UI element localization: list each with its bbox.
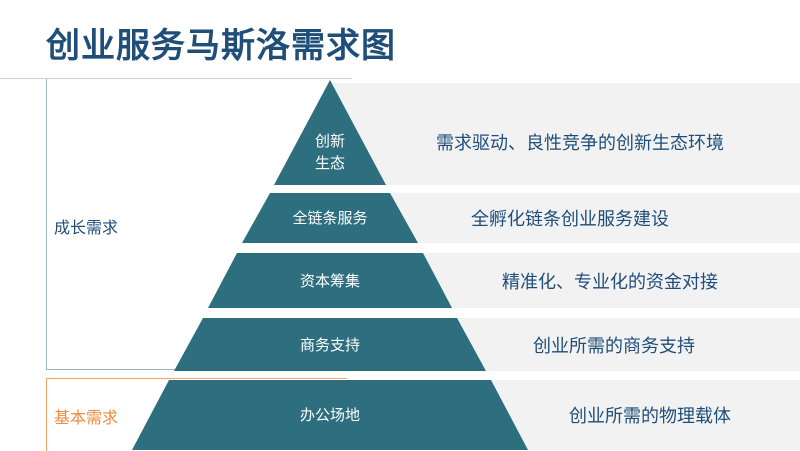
title-divider bbox=[0, 78, 352, 79]
level-1-description: 需求驱动、良性竞争的创新生态环境 bbox=[436, 133, 724, 154]
level-5-label: 办公场地 bbox=[299, 406, 360, 424]
level-1-label-line2: 生态 bbox=[314, 154, 345, 172]
level-3-label: 资本筹集 bbox=[299, 272, 360, 290]
pyramid-level-office bbox=[132, 380, 528, 450]
page-title: 创业服务马斯洛需求图 bbox=[46, 26, 396, 66]
level-1-label-line1: 创新 bbox=[314, 132, 345, 150]
level-4-label: 商务支持 bbox=[299, 336, 360, 354]
level-2-description: 全孵化链条创业服务建设 bbox=[471, 209, 669, 230]
basic-needs-bracket bbox=[46, 378, 347, 451]
level-2-label: 全链条服务 bbox=[292, 209, 368, 227]
pyramid-level-business bbox=[174, 318, 486, 371]
level-5-description: 创业所需的物理载体 bbox=[569, 406, 731, 427]
level-1-label: 创新 生态 bbox=[300, 130, 360, 174]
level-4-description: 创业所需的商务支持 bbox=[533, 336, 695, 357]
pyramid-level-capital bbox=[208, 253, 452, 308]
level-1-bar bbox=[330, 83, 800, 185]
basic-needs-label: 基本需求 bbox=[54, 408, 119, 427]
level-3-description: 精准化、专业化的资金对接 bbox=[502, 272, 718, 293]
pyramid-level-full-chain bbox=[242, 193, 418, 243]
growth-needs-label: 成长需求 bbox=[54, 218, 119, 237]
pyramid-level-innovation bbox=[274, 80, 386, 185]
